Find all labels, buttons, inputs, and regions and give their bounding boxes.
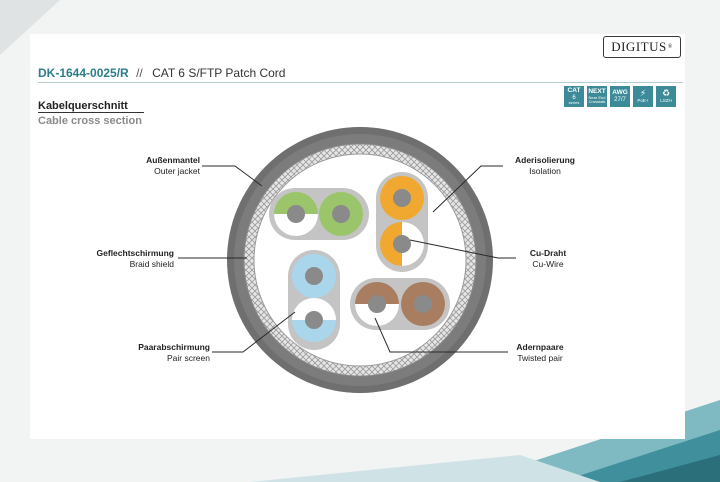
product-name: CAT 6 S/FTP Patch Cord: [152, 66, 286, 80]
label-outer-jacket: Außenmantel Outer jacket: [120, 155, 200, 177]
cable-core: [253, 153, 467, 367]
label-braid-shield-de: Geflechtschirmung: [96, 248, 174, 258]
label-cu-wire-en: Cu-Wire: [532, 259, 564, 269]
poe-icon: ⚡PoE+: [633, 86, 653, 107]
twisted-pair-blue: [288, 250, 340, 350]
label-braid-shield-en: Braid shield: [129, 259, 174, 269]
leader-pair-screen: [212, 311, 296, 353]
leader-twisted-pair: [374, 317, 508, 353]
label-isolation-de: Aderisolierung: [515, 155, 575, 165]
label-twisted-pair-en: Twisted pair: [517, 353, 563, 363]
product-code: DK-1644-0025/R: [38, 66, 129, 80]
leader-isolation: [432, 165, 503, 213]
section-title-de: Kabelquerschnitt: [38, 100, 128, 112]
label-outer-jacket-en: Outer jacket: [154, 166, 200, 176]
twisted-pair-green: [269, 188, 369, 240]
label-twisted-pair-de: Adernpaare: [516, 342, 564, 352]
label-isolation-en: Isolation: [529, 166, 561, 176]
label-isolation: Aderisolierung Isolation: [505, 155, 585, 177]
brand-logo: DIGITUS®: [603, 36, 681, 58]
label-pair-screen-de: Paarabschirmung: [138, 342, 210, 352]
label-twisted-pair: Adernpaare Twisted pair: [510, 342, 570, 364]
lszh-icon: ♻LSZH: [656, 86, 676, 107]
section-title-underline: [38, 112, 144, 113]
twisted-pair-brown: [350, 278, 450, 330]
label-pair-screen-en: Pair screen: [167, 353, 210, 363]
label-outer-jacket-de: Außenmantel: [146, 155, 200, 165]
label-pair-screen: Paarabschirmung Pair screen: [110, 342, 210, 364]
label-braid-shield: Geflechtschirmung Braid shield: [76, 248, 174, 270]
label-cu-wire-de: Cu-Draht: [529, 248, 567, 258]
leader-outer-jacket: [202, 165, 263, 187]
document-header: DK-1644-0025/R // CAT 6 S/FTP Patch Cord: [38, 66, 285, 80]
brand-registered-mark: ®: [667, 44, 673, 50]
label-cu-wire: Cu-Draht Cu-Wire: [518, 248, 578, 270]
section-title-en: Cable cross section: [38, 115, 142, 127]
leader-cu-wire: [409, 239, 516, 259]
header-divider: [38, 82, 683, 83]
header-separator: //: [136, 66, 143, 80]
brand-name: DIGITUS: [611, 39, 667, 54]
twisted-pair-orange: [376, 172, 428, 272]
